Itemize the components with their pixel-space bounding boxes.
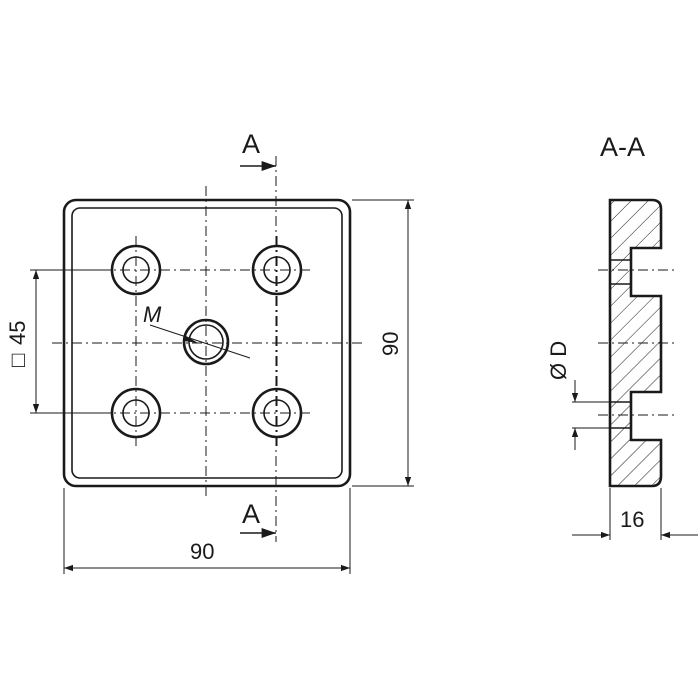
section-outline bbox=[608, 198, 663, 488]
height-dimension: 90 bbox=[378, 332, 403, 356]
thread-leader-arrow bbox=[184, 336, 198, 343]
front-view: M A A 90 90 □ 45 bbox=[5, 129, 414, 574]
hole-spacing-value: 45 bbox=[5, 321, 30, 345]
counterbore-diameter-label: Ø D bbox=[546, 341, 571, 380]
section-marker-bottom: A bbox=[242, 499, 260, 529]
center-thread-label: M bbox=[143, 302, 162, 327]
thickness-dimension: 16 bbox=[620, 507, 644, 532]
center-threaded-hole bbox=[182, 318, 230, 366]
section-view: A-A Ø D 16 bbox=[546, 132, 698, 540]
section-title: A-A bbox=[600, 132, 645, 162]
section-marker-top: A bbox=[242, 129, 260, 159]
thread-leader bbox=[149, 324, 251, 359]
hole-spacing-symbol: □ bbox=[5, 354, 30, 367]
mounting-hole-bottom-right bbox=[251, 387, 303, 439]
plate-outer-outline bbox=[62, 198, 352, 488]
width-dimension: 90 bbox=[190, 539, 214, 564]
mounting-hole-top-right bbox=[251, 244, 303, 296]
